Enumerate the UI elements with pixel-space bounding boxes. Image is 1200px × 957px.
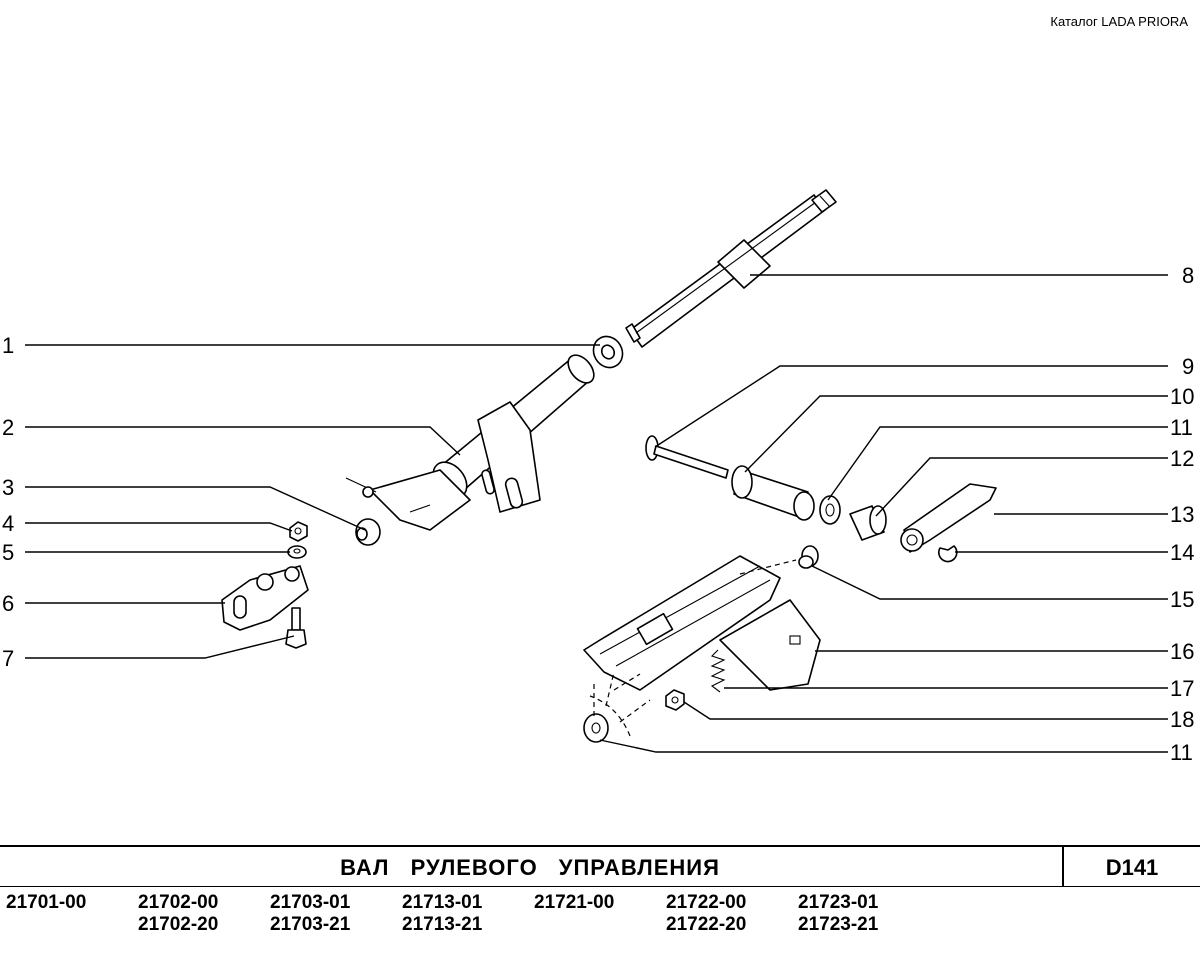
- callout-9: 9: [1182, 354, 1194, 379]
- model-code: 21722-20: [666, 914, 747, 935]
- steering-column-tube-part: [345, 354, 595, 531]
- model-code-column: 21722-00 21722-20: [666, 892, 746, 936]
- model-code-column: 21703-01 21703-21: [270, 892, 350, 936]
- model-code-column: 21713-01 21713-21: [402, 892, 482, 936]
- callout-2: 2: [2, 415, 14, 440]
- model-code: 21703-21: [270, 914, 351, 935]
- assembly-arrows: [589, 559, 797, 737]
- model-code: 21701-00: [6, 892, 87, 913]
- catalog-header: Каталог LADA PRIORA: [1050, 14, 1188, 29]
- callout-13: 13: [1170, 502, 1194, 527]
- callout-3: 3: [2, 475, 14, 500]
- callout-12: 12: [1170, 446, 1194, 471]
- bush-part: [355, 518, 381, 546]
- clamp-bracket-part: [221, 565, 309, 631]
- bolt-part: [285, 607, 307, 649]
- model-code: 21702-00: [138, 892, 219, 913]
- model-code-column: 21702-00 21702-20: [138, 892, 218, 936]
- callout-4: 4: [2, 511, 14, 536]
- model-code: 21713-21: [402, 914, 483, 935]
- long-bolt-part: [645, 435, 729, 479]
- model-codes: 21701-00 21702-00 21702-20 21703-01 2170…: [0, 892, 1200, 952]
- model-code: 21722-00: [666, 892, 747, 913]
- bearing-part: [592, 335, 624, 369]
- nut-lower-part: [665, 689, 685, 711]
- spring-part: [710, 649, 726, 693]
- steering-shaft-exploded-diagram: 1 2 3 4 5 6 7 8 9 10 11 12 13 14 15 16 1…: [2, 189, 1194, 765]
- steering-shaft-part: [625, 189, 837, 348]
- cap-part: [798, 545, 819, 569]
- callout-16: 16: [1170, 639, 1194, 664]
- callout-8: 8: [1182, 263, 1194, 288]
- callout-7: 7: [2, 646, 14, 671]
- model-code-column: 21723-01 21723-21: [798, 892, 878, 936]
- page-code: D141: [1105, 855, 1159, 880]
- callout-1: 1: [2, 333, 14, 358]
- title-bar: ВАЛ РУЛЕВОГО УПРАВЛЕНИЯ D141: [0, 845, 1200, 887]
- callout-18: 18: [1170, 707, 1194, 732]
- model-code: 21713-01: [402, 892, 483, 913]
- model-code-column: 21701-00: [6, 892, 86, 914]
- callout-17: 17: [1170, 676, 1194, 701]
- model-code: 21723-01: [798, 892, 879, 913]
- model-code: 21703-01: [270, 892, 351, 913]
- callout-10: 10: [1170, 384, 1194, 409]
- model-code: 21721-00: [534, 892, 615, 913]
- lock-clip-part: [937, 545, 958, 563]
- nut-part: [289, 521, 308, 542]
- title-divider: [1062, 847, 1064, 887]
- callout-numbers: 1 2 3 4 5 6 7 8 9 10 11 12 13 14 15 16 1…: [2, 263, 1194, 765]
- model-code-column: 21721-00: [534, 892, 614, 914]
- spacer-sleeve-part: [731, 465, 815, 521]
- adjustment-lever-part: [900, 483, 997, 553]
- callout-14: 14: [1170, 540, 1194, 565]
- washer-lower-part: [583, 713, 609, 743]
- callout-6: 6: [2, 591, 14, 616]
- callout-11-upper: 11: [1170, 415, 1193, 440]
- callout-15: 15: [1170, 587, 1194, 612]
- model-code: 21702-20: [138, 914, 219, 935]
- mounting-bracket-part: [583, 555, 821, 691]
- model-code: 21723-21: [798, 914, 879, 935]
- adjusting-nut-part: [849, 505, 887, 541]
- washer-part: [287, 545, 307, 559]
- callout-5: 5: [2, 540, 14, 565]
- callout-11-lower: 11: [1170, 740, 1193, 765]
- diagram-title: ВАЛ РУЛЕВОГО УПРАВЛЕНИЯ: [340, 855, 720, 880]
- washer-upper-part: [819, 495, 841, 525]
- leader-lines: [25, 274, 1168, 753]
